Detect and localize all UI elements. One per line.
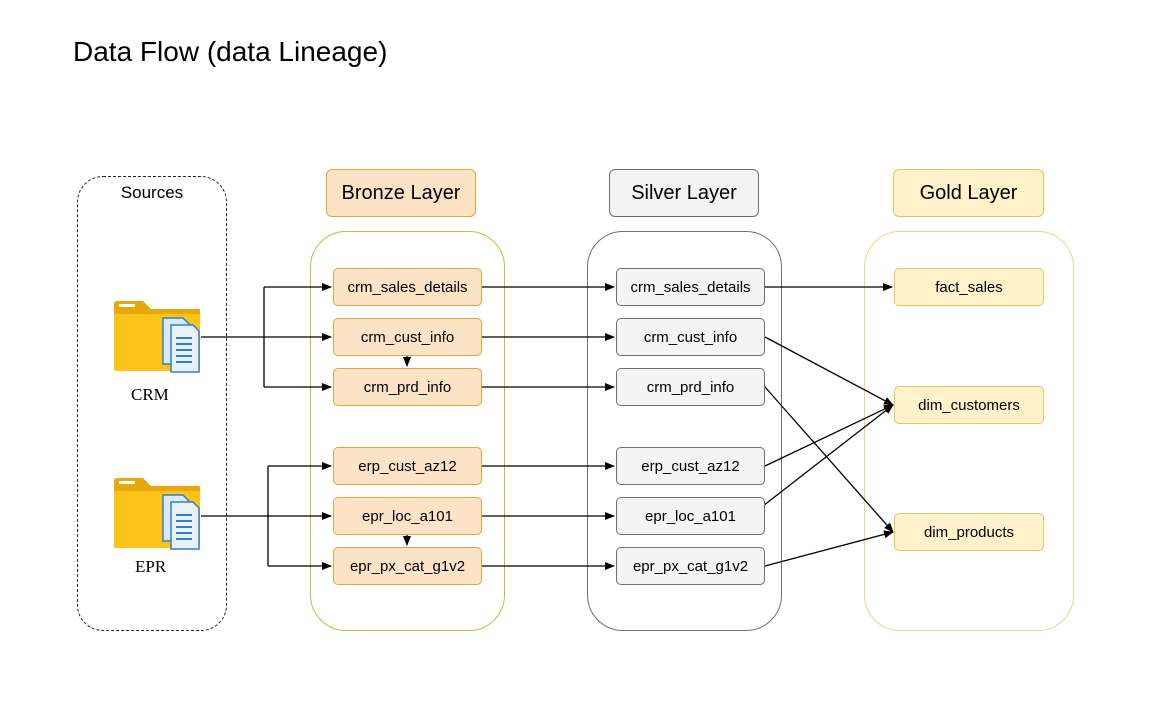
- gold-layer-header: Gold Layer: [893, 169, 1044, 217]
- silver-table-epr-loc-a101: epr_loc_a101: [616, 497, 765, 535]
- bronze-layer-header: Bronze Layer: [326, 169, 476, 217]
- silver-table-crm-sales-details: crm_sales_details: [616, 268, 765, 306]
- bronze-table-erp-cust-az12: erp_cust_az12: [333, 447, 482, 485]
- bronze-table-crm-cust-info: crm_cust_info: [333, 318, 482, 356]
- gold-table-dim-products: dim_products: [894, 513, 1044, 551]
- sources-container: [77, 176, 227, 631]
- silver-table-erp-cust-az12: erp_cust_az12: [616, 447, 765, 485]
- epr-folder-icon: [114, 478, 200, 550]
- bronze-layer-container: [310, 231, 505, 631]
- sources-label: Sources: [120, 183, 184, 202]
- silver-layer-container: [587, 231, 782, 631]
- crm-folder-icon: [114, 301, 200, 373]
- silver-table-crm-prd-info: crm_prd_info: [616, 368, 765, 406]
- bronze-table-epr-px-cat-g1v2: epr_px_cat_g1v2: [333, 547, 482, 585]
- page-title: Data Flow (data Lineage): [73, 36, 388, 67]
- silver-layer-header: Silver Layer: [609, 169, 759, 217]
- crm-source-label: CRM: [131, 385, 169, 404]
- bronze-table-epr-loc-a101: epr_loc_a101: [333, 497, 482, 535]
- silver-table-epr-px-cat-g1v2: epr_px_cat_g1v2: [616, 547, 765, 585]
- gold-table-fact-sales: fact_sales: [894, 268, 1044, 306]
- epr-source-label: EPR: [135, 557, 167, 576]
- bronze-table-crm-prd-info: crm_prd_info: [333, 368, 482, 406]
- gold-layer-container: [864, 231, 1074, 631]
- silver-table-crm-cust-info: crm_cust_info: [616, 318, 765, 356]
- gold-table-dim-customers: dim_customers: [894, 386, 1044, 424]
- bronze-table-crm-sales-details: crm_sales_details: [333, 268, 482, 306]
